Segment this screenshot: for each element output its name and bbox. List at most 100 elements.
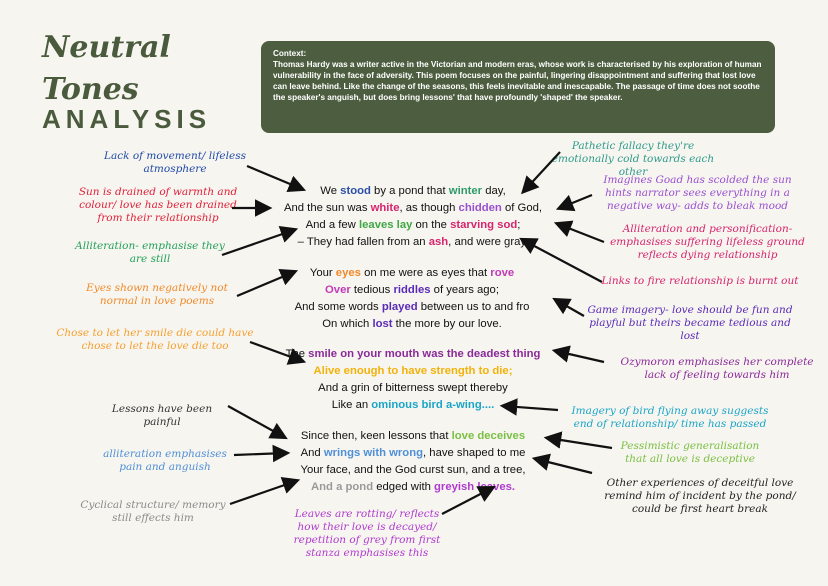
poem-line: Over tedious riddles of years ago; [262, 282, 562, 299]
highlighted-word: love deceives [451, 430, 526, 442]
highlighted-word: stood [340, 185, 371, 197]
highlighted-word: white [370, 202, 400, 214]
highlighted-word: rove [490, 267, 515, 279]
poem-text: And the sun was [283, 202, 371, 214]
annotation-n3: Alliteration- emphasise they are still [75, 240, 225, 265]
highlighted-word: Alive enough to have strength to die; [313, 365, 513, 377]
poem-line: And a few leaves lay on the starving sod… [263, 217, 563, 234]
highlighted-word: starving sod [450, 219, 518, 231]
poem-text: Your face, and the God curst sun, and a … [300, 464, 526, 476]
poem-text: Like an [331, 399, 372, 411]
stanza-4: Since then, keen lessons that love decei… [263, 428, 563, 496]
poem-text: the more by our love. [392, 318, 502, 330]
arrow-7 [233, 444, 291, 463]
poem-line: On which lost the more by our love. [262, 316, 562, 333]
arrow-4 [236, 269, 299, 298]
poem-line: Since then, keen lessons that love decei… [263, 428, 563, 445]
stanza-3: The smile on your mouth was the deadest … [263, 346, 563, 414]
poem-text: Since then, keen lessons that [300, 430, 452, 442]
poem-text: of God, [501, 202, 543, 214]
highlighted-word: winter [448, 185, 483, 197]
poem-line: We stood by a pond that winter day, [263, 183, 563, 200]
annotation-n5: Chose to let her smile die could have ch… [56, 327, 254, 352]
poem-line: Your face, and the God curst sun, and a … [263, 462, 563, 479]
arrow-1 [246, 164, 307, 193]
annotation-n16: Imagery of bird flying away suggests end… [571, 405, 769, 430]
annotation-n12: Alliteration and personification- emphas… [610, 223, 805, 261]
poem-text: And some words [294, 301, 382, 313]
poem-text: Your [309, 267, 336, 279]
poem-text: edged with [373, 481, 435, 493]
arrow-12 [553, 220, 605, 244]
title-tones: Tones [42, 72, 139, 107]
annotation-n4: Eyes shown negatively not normal in love… [86, 282, 228, 307]
poem-text: on me were as eyes that [360, 267, 491, 279]
poem-line: And wrings with wrong, have shaped to me [263, 445, 563, 462]
arrow-10 [521, 151, 561, 195]
poem-text: ; [517, 219, 521, 231]
poem-text: , have shaped to me [423, 447, 526, 459]
poem-line: Like an ominous bird a-wing.... [263, 397, 563, 414]
annotation-n14: Game imagery- love should be fun and pla… [587, 304, 793, 342]
arrow-8 [229, 477, 301, 506]
poem-line: Alive enough to have strength to die; [263, 363, 563, 380]
highlighted-word: eyes [335, 267, 361, 279]
highlighted-word: wrings with wrong [323, 447, 424, 459]
context-box: Context: Thomas Hardy was a writer activ… [261, 41, 775, 133]
annotation-n18: Other experiences of deceitful love remi… [604, 477, 796, 515]
highlighted-word: smile on your mouth was the deadest thin… [308, 348, 541, 360]
arrow-11 [555, 193, 593, 212]
poem-line: And a grin of bitterness swept thereby [263, 380, 563, 397]
stanza-1: We stood by a pond that winter day,And t… [263, 183, 563, 251]
highlighted-word: ominous bird a-wing.... [371, 399, 495, 411]
poem-text: – They had fallen from an [297, 236, 429, 248]
annotation-n8: Cyclical structure/ memory still effects… [80, 499, 226, 524]
annotation-n7: alliteration emphasises pain and anguish [103, 448, 227, 473]
title-neutral: Neutral [42, 30, 171, 65]
poem-text: And a grin of bitterness swept thereby [318, 382, 508, 394]
poem-text: , and were gray. [448, 236, 529, 248]
annotation-n15: Ozymoron emphasises her complete lack of… [620, 356, 814, 381]
poem-text: We [320, 185, 341, 197]
annotation-n13: Links to fire relationship is burnt out [601, 275, 799, 287]
poem-line: Your eyes on me were as eyes that rove [262, 265, 562, 282]
arrow-17 [543, 431, 613, 450]
highlighted-word: leaves lay [358, 219, 413, 231]
arrow-15 [551, 345, 605, 364]
highlighted-word: Over [325, 284, 351, 296]
poem-line: And some words played between us to and … [262, 299, 562, 316]
poem-text: day, [482, 185, 506, 197]
annotation-n9: Leaves are rotting/ reflects how their l… [293, 508, 441, 559]
context-heading: Context: [273, 49, 307, 58]
highlighted-word: ash [428, 236, 449, 248]
arrow-9 [441, 485, 496, 515]
poem-line: – They had fallen from an ash, and were … [263, 234, 563, 251]
annotation-n10: Pathetic fallacy they're emotionally col… [551, 140, 715, 178]
title-analysis: ANALYSIS [42, 104, 212, 134]
annotation-n6: Lessons have been painful [111, 403, 213, 428]
context-body: Thomas Hardy was a writer active in the … [273, 60, 762, 102]
arrow-14 [552, 297, 585, 317]
arrow-5 [249, 340, 307, 365]
arrow-13 [519, 237, 603, 283]
arrow-16 [499, 398, 559, 416]
poem-text: On which [322, 318, 373, 330]
poem-text: And [300, 447, 324, 459]
arrow-18 [531, 453, 593, 475]
poem-text: on the [412, 219, 451, 231]
poem-text: between us to and fro [417, 301, 530, 313]
poem-text: of years ago; [430, 284, 499, 296]
annotation-n11: Imagines Goad has scolded the sun hints … [603, 174, 792, 212]
highlighted-word: riddles [393, 284, 431, 296]
arrow-3 [221, 226, 299, 257]
poem-text: tedious [350, 284, 394, 296]
poem-text: , as though [399, 202, 459, 214]
annotation-n1: Lack of movement/ lifeless atmosphere [104, 150, 246, 175]
poem-text: And a few [305, 219, 359, 231]
highlighted-word: lost [372, 318, 393, 330]
poem-line: And the sun was white, as though chidden… [263, 200, 563, 217]
highlighted-word: played [381, 301, 418, 313]
highlighted-word: chidden [458, 202, 502, 214]
